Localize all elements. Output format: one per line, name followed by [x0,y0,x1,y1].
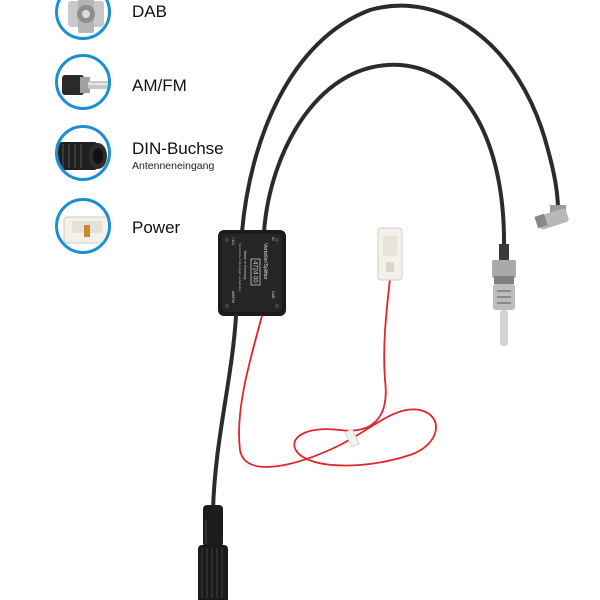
cable-tie [344,428,360,448]
splitter-title: Verteiler/Splitter [262,243,268,280]
legend-din: DIN-Buchse Antenneneingang [0,125,300,195]
legend-din-label: DIN-Buchse [132,139,224,158]
splitter-made-in: Made in Germany [243,251,247,280]
amfm-plug-icon [55,54,111,110]
power-wire [238,277,437,468]
power-connector [377,227,403,281]
dab-angled-connector [534,205,569,230]
power-connector-icon [55,198,111,254]
legend-amfm-label: AM/FM [132,76,187,95]
legend-dab: DAB [0,0,300,54]
input-cable [211,314,238,512]
splitter-port-amfm: AM/FM [231,291,235,303]
dab-cable [240,3,560,234]
amfm-cable [262,62,507,247]
legend-power-label: Power [132,218,181,237]
splitter-part-number: 4724 00 [251,261,257,283]
din-socket [198,505,228,600]
splitter-port-in: IN [271,237,275,241]
legend-dab-label: DAB [132,2,167,21]
dab-connector-icon [55,0,111,40]
splitter-box: Verteiler/Splitter 4724 00 Made in Germa… [218,230,286,316]
splitter-port-dab: DAB [271,291,275,299]
legend-power: Power [0,198,300,268]
splitter-port-power: +12V [231,237,235,246]
amfm-plug [492,244,516,346]
splitter-notice: Technische Änderungen vorbehalten [238,243,242,292]
din-socket-icon [55,125,111,181]
legend-din-sublabel: Antenneneingang [132,160,215,172]
legend-amfm: AM/FM [0,54,300,124]
